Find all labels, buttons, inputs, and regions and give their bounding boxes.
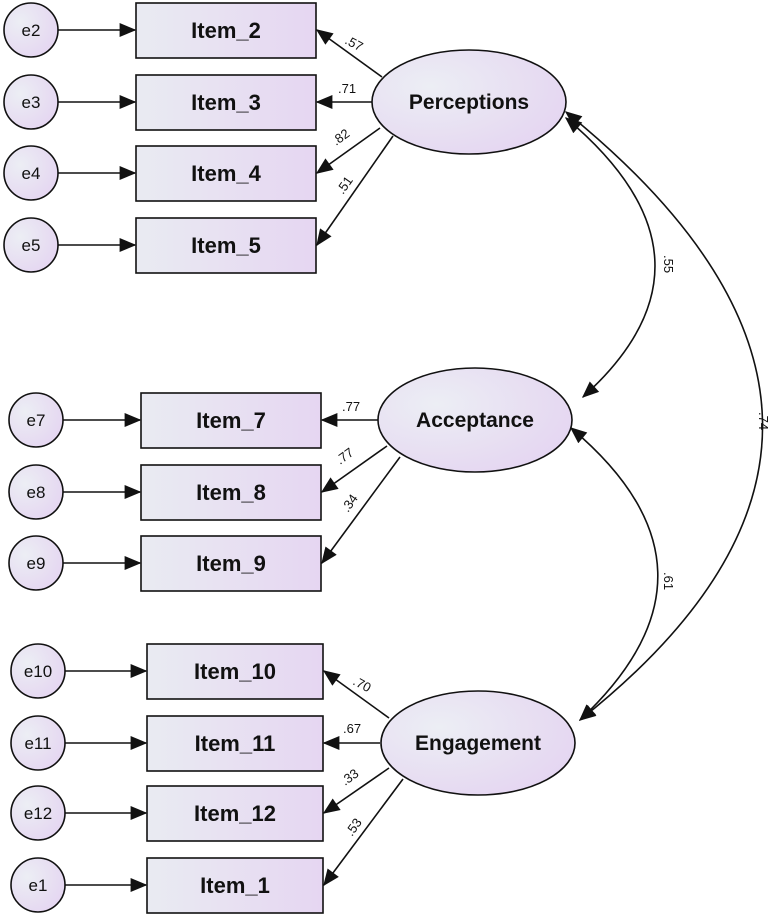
measurement-row-item7: e7 Item_7 (8, 392, 322, 449)
covariance-arcs: .55 .61 .74 (564, 111, 771, 721)
error-circle-e2 (3, 2, 59, 58)
measurement-row-item5: e5 Item_5 (3, 217, 317, 274)
loading-label-item2: .57 (343, 32, 366, 54)
loading-label-item9: .34 (338, 491, 361, 514)
measurement-row-item8: e8 Item_8 (8, 464, 322, 521)
error-circle-e12 (10, 785, 66, 841)
loading-path-item9 (321, 456, 401, 565)
loading-label-item10: .70 (351, 673, 374, 695)
indicator-label-item10: Item_10 (194, 659, 276, 684)
latent-perceptions: Perceptions (371, 49, 567, 155)
latent-ellipse-perceptions (371, 49, 567, 155)
indicator-label-item4: Item_4 (191, 161, 261, 186)
indicator-label-item7: Item_7 (196, 408, 266, 433)
latent-engagement: Engagement (380, 690, 576, 796)
error-label-e7: e7 (27, 411, 46, 430)
indicator-label-item2: Item_2 (191, 18, 261, 43)
measurement-row-item2: e2 Item_2 (3, 2, 317, 59)
error-circle-e8 (8, 464, 64, 520)
error-label-e3: e3 (22, 93, 41, 112)
loading-paths-engagement: .70 .67 .33 .53 (322, 670, 404, 887)
covariance-arc-perceptions-engagement (564, 111, 764, 721)
indicator-box-item10 (146, 643, 324, 700)
loading-label-item11: .67 (343, 721, 361, 736)
indicator-box-item7 (140, 392, 322, 449)
measurement-row-item4: e4 Item_4 (3, 145, 317, 202)
latent-label-perceptions: Perceptions (409, 91, 529, 114)
correlation-label-perceptions-engagement: .74 (756, 412, 771, 430)
indicator-box-item3 (135, 74, 317, 131)
latent-label-engagement: Engagement (415, 732, 541, 755)
latent-acceptance: Acceptance (377, 367, 573, 473)
indicator-box-item2 (135, 2, 317, 59)
indicator-box-item1 (146, 857, 324, 914)
indicator-label-item5: Item_5 (191, 233, 261, 258)
error-circle-e10 (10, 643, 66, 699)
correlation-label-acceptance-engagement: .61 (661, 572, 676, 590)
measurement-row-item1: e1 Item_1 (10, 857, 324, 914)
indicator-box-item5 (135, 217, 317, 274)
loading-path-item12 (322, 767, 390, 814)
error-label-e2: e2 (22, 21, 41, 40)
indicator-box-item4 (135, 145, 317, 202)
error-circle-e3 (3, 74, 59, 130)
error-label-e12: e12 (24, 804, 52, 823)
loading-path-item5 (316, 135, 394, 247)
latent-label-acceptance: Acceptance (416, 409, 534, 432)
error-label-e10: e10 (24, 662, 52, 681)
error-label-e5: e5 (22, 236, 41, 255)
loading-label-item8: .77 (333, 445, 356, 468)
loading-label-item3: .71 (338, 81, 356, 96)
error-label-e1: e1 (29, 876, 48, 895)
correlation-label-perceptions-acceptance: .55 (661, 255, 676, 273)
loading-path-item10 (322, 670, 390, 719)
indicator-label-item9: Item_9 (196, 551, 266, 576)
error-label-e4: e4 (22, 164, 41, 183)
error-circle-e7 (8, 392, 64, 448)
indicator-label-item3: Item_3 (191, 90, 261, 115)
error-circle-e11 (10, 715, 66, 771)
error-circle-e5 (3, 217, 59, 273)
indicator-label-item1: Item_1 (200, 873, 270, 898)
error-circle-e1 (10, 857, 66, 913)
loading-label-item7: .77 (342, 399, 360, 414)
loading-path-item1 (323, 778, 404, 887)
latent-ellipse-engagement (380, 690, 576, 796)
error-label-e11: e11 (24, 734, 51, 753)
covariance-arc-acceptance-engagement (569, 427, 659, 721)
error-circle-e9 (8, 535, 64, 591)
error-label-e9: e9 (27, 554, 46, 573)
indicator-label-item8: Item_8 (196, 480, 266, 505)
covariance-arc-perceptions-acceptance (564, 117, 656, 398)
indicator-box-item8 (140, 464, 322, 521)
indicator-label-item11: Item_11 (195, 731, 276, 756)
loading-path-item4 (315, 127, 381, 174)
loading-label-item12: .33 (338, 766, 361, 789)
indicator-box-item11 (146, 715, 324, 772)
measurement-row-item3: e3 Item_3 (3, 74, 317, 131)
loading-paths-perceptions: .57 .71 .82 .51 (315, 29, 394, 247)
error-label-e8: e8 (27, 483, 46, 502)
loading-path-item8 (320, 445, 388, 493)
latent-ellipse-acceptance (377, 367, 573, 473)
measurement-row-item9: e9 Item_9 (8, 535, 322, 592)
loading-path-item2 (315, 29, 383, 78)
loading-label-item4: .82 (329, 126, 352, 149)
measurement-row-item10: e10 Item_10 (10, 643, 324, 700)
measurement-row-item11: e11 Item_11 (10, 715, 324, 772)
measurement-row-item12: e12 Item_12 (10, 785, 324, 842)
indicator-box-item9 (140, 535, 322, 592)
indicator-label-item12: Item_12 (194, 801, 276, 826)
error-circle-e4 (3, 145, 59, 201)
